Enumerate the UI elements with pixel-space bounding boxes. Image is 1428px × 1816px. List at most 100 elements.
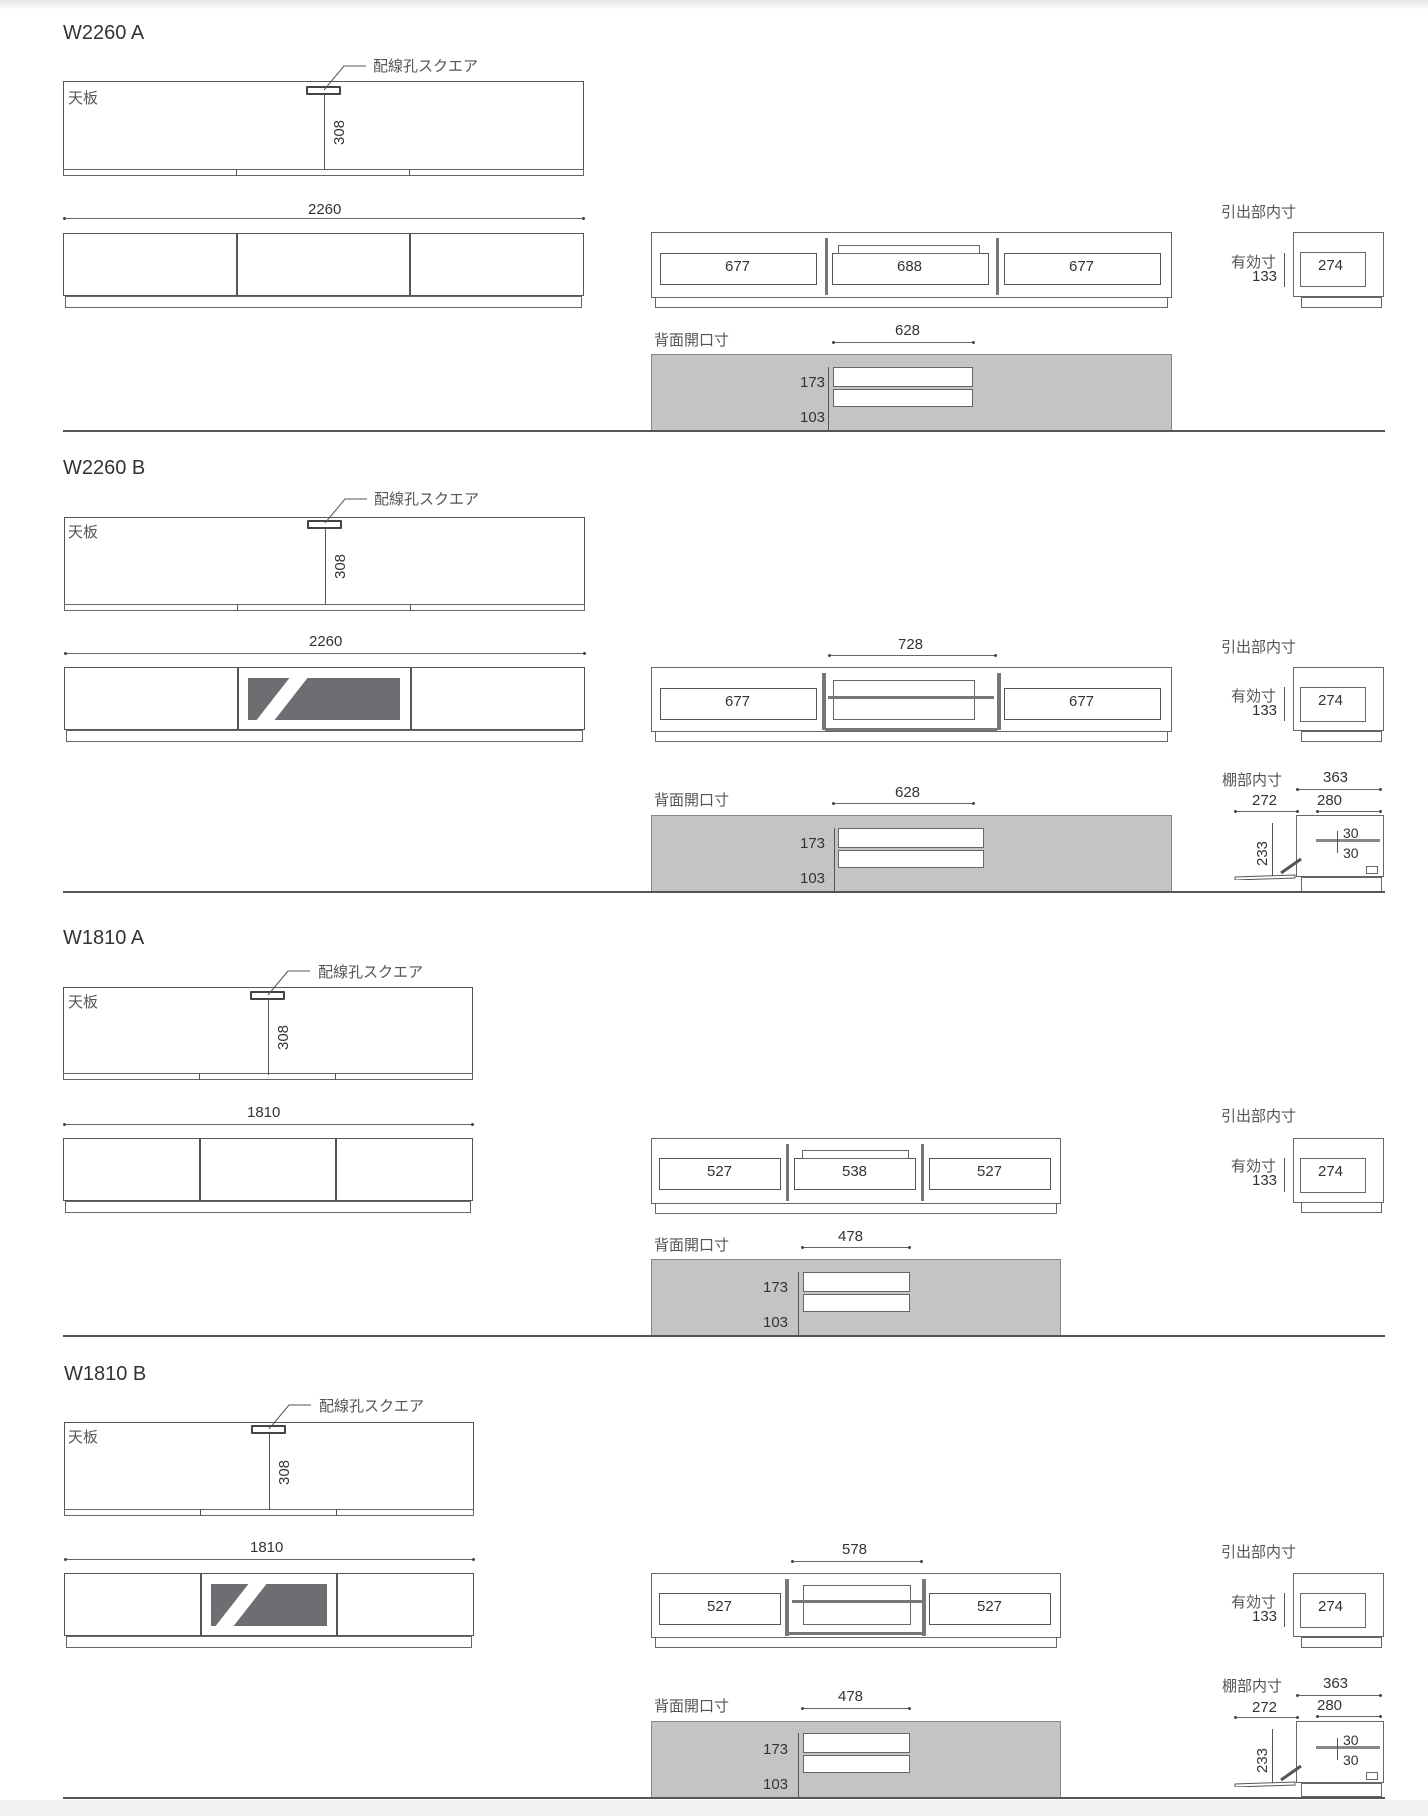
- page-top-shadow: [0, 0, 1428, 10]
- drawer-right: 677: [1004, 253, 1161, 285]
- effective-height: 133: [1252, 702, 1278, 719]
- depth-dim-line: [324, 95, 325, 170]
- plinth: [655, 1203, 1057, 1214]
- back-opening-width: 628: [895, 322, 921, 339]
- back-opening-upper: [838, 828, 984, 848]
- plinth: [1301, 1783, 1382, 1797]
- opening-base: 103: [763, 1776, 789, 1793]
- width-value: 1810: [247, 1104, 281, 1121]
- drawer-inner-label: 引出部内寸: [1221, 638, 1297, 656]
- drawer-inner-width: 274: [1318, 257, 1344, 274]
- drawer-back: [838, 245, 980, 254]
- front-view: [63, 1138, 473, 1201]
- drawer-width: 527: [707, 1598, 733, 1615]
- wiring-hole-label: 配線孔スクエア: [374, 490, 480, 508]
- center-shelf: [803, 1585, 911, 1625]
- back-width-dim: [832, 341, 975, 344]
- width-value: 1810: [250, 1539, 284, 1556]
- drawer-left: 677: [660, 253, 817, 285]
- width-dim-line: [63, 1123, 474, 1126]
- back-opening-width: 478: [838, 1228, 864, 1245]
- floor-line: [63, 1797, 1385, 1799]
- drawer-left: 527: [659, 1158, 781, 1190]
- top-view: [63, 81, 584, 172]
- drawer-width: 677: [725, 693, 751, 710]
- depth-value: 308: [332, 553, 349, 579]
- drawer-inner-box: 274: [1300, 252, 1366, 287]
- center-opening-width: 578: [842, 1541, 868, 1558]
- back-opening-lower: [803, 1755, 910, 1773]
- drawer-inner-label: 引出部内寸: [1221, 1543, 1297, 1561]
- top-view-front-edge: [64, 1509, 474, 1516]
- drawer-width: 677: [1069, 693, 1095, 710]
- drawer-center: 688: [832, 253, 989, 285]
- opening-height: 173: [763, 1279, 789, 1296]
- back-width-dim: [801, 1707, 911, 1710]
- drawer-width: 527: [977, 1163, 1003, 1180]
- shelf-total: 363: [1323, 1675, 1349, 1692]
- opening-base: 103: [800, 870, 826, 887]
- shelf-door: 272: [1252, 1699, 1278, 1716]
- plinth: [1301, 297, 1382, 308]
- depth-value: 308: [276, 1459, 293, 1485]
- top-view-front-edge: [64, 604, 585, 611]
- page-bottom-shadow: [0, 1800, 1428, 1816]
- shelf-depth: 280: [1317, 792, 1343, 809]
- back-opening-upper: [803, 1733, 910, 1753]
- drawer-right: 527: [929, 1158, 1051, 1190]
- shelf-depth-dim: [1316, 1715, 1382, 1718]
- back-opening-upper: [833, 367, 973, 387]
- back-opening-upper: [803, 1272, 910, 1292]
- depth-value: 308: [275, 1024, 292, 1050]
- center-dim-line: [828, 654, 997, 657]
- effective-height: 133: [1252, 1172, 1278, 1189]
- top-panel-label: 天板: [68, 523, 99, 541]
- wiring-hole-icon: [307, 520, 342, 529]
- plinth: [65, 296, 582, 308]
- leader-line-icon: [267, 970, 310, 996]
- drawer-inner-width: 274: [1318, 1598, 1344, 1615]
- shelf-adjust-up: 30: [1343, 1732, 1359, 1748]
- drawer-width: 677: [1069, 258, 1095, 275]
- width-value: 2260: [309, 633, 343, 650]
- plinth: [66, 730, 583, 742]
- opening-base: 103: [800, 409, 826, 426]
- drawer-back: [802, 1150, 909, 1159]
- leader-line-icon: [323, 65, 366, 91]
- shelf-door-dim: [1234, 810, 1299, 813]
- wiring-hole-label: 配線孔スクエア: [373, 57, 479, 75]
- opening-base: 103: [763, 1314, 789, 1331]
- shelf-depth-dim: [1316, 810, 1382, 813]
- center-shelf: [833, 680, 975, 720]
- plinth: [655, 297, 1168, 308]
- floor-line: [63, 430, 1385, 432]
- drawer-right: 677: [1004, 688, 1161, 720]
- shelf-inner-label: 棚部内寸: [1222, 1677, 1283, 1695]
- shelf-total-dim: [1296, 788, 1382, 791]
- drawer-width: 677: [725, 258, 751, 275]
- back-width-dim: [801, 1246, 911, 1249]
- section-title: W2260 B: [63, 457, 146, 479]
- plinth: [65, 1201, 471, 1213]
- shelf-adjust-up: 30: [1343, 825, 1359, 841]
- center-opening-width: 728: [898, 636, 924, 653]
- section-title: W1810 A: [63, 927, 145, 949]
- drawer-inner-box: 274: [1300, 1593, 1366, 1628]
- back-opening-width: 478: [838, 1688, 864, 1705]
- back-opening-label: 背面開口寸: [654, 331, 730, 349]
- width-value: 2260: [308, 201, 342, 218]
- opening-height: 173: [763, 1741, 789, 1758]
- effective-label: 有効寸: [1231, 1593, 1277, 1611]
- effective-label: 有効寸: [1231, 253, 1277, 271]
- wiring-hole-icon: [251, 1425, 286, 1434]
- back-opening-lower: [838, 850, 984, 868]
- center-dim-line: [791, 1560, 923, 1563]
- plinth: [1301, 1637, 1382, 1648]
- section-title: W1810 B: [64, 1363, 147, 1385]
- drawer-inner-label: 引出部内寸: [1221, 1107, 1297, 1125]
- plinth: [1301, 731, 1382, 742]
- plinth: [1301, 877, 1382, 892]
- effective-label: 有効寸: [1231, 687, 1277, 705]
- back-opening-lower: [833, 389, 973, 407]
- flap-door-icon: [1234, 1764, 1302, 1787]
